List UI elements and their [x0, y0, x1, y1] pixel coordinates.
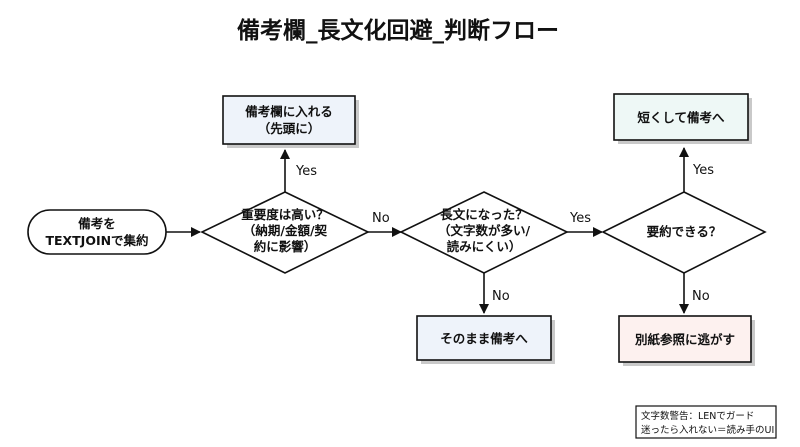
page-title: 備考欄_長文化回避_判断フロー	[237, 17, 559, 44]
box-separate-sheet-shape	[618, 315, 752, 363]
start-node: 備考を TEXTJOINで集約	[27, 209, 167, 255]
start-node-line-1: 備考を	[78, 216, 116, 231]
edge-label-d1-no: No	[372, 211, 390, 226]
note-box: 文字数警告：LENでガード 迷ったら入れない＝読み手のUI	[635, 405, 777, 439]
decision-length-line-1: 長文になった？	[440, 207, 528, 222]
decision-importance-line-2: （納期/金額/契	[243, 223, 328, 238]
decision-importance-shape	[200, 191, 370, 274]
decision-importance-line-3: 約に影響）	[254, 239, 317, 254]
decision-length-line-3: 読みにくい）	[447, 239, 522, 254]
box-insert-remarks-shape	[222, 95, 356, 145]
edge-label-d2-yes: Yes	[569, 211, 591, 226]
box-insert-remarks-line-2: （先頭に）	[258, 121, 321, 136]
box-insert-remarks: 備考欄に入れる （先頭に）	[222, 95, 359, 148]
start-node-shape	[27, 209, 167, 255]
decision-importance: 重要度は高い？ （納期/金額/契 約に影響）	[200, 191, 370, 274]
note-box-shape	[635, 405, 777, 439]
note-line-2: 迷ったら入れない＝読み手のUI	[641, 424, 774, 436]
box-insert-remarks-line-1: 備考欄に入れる	[245, 104, 333, 119]
box-as-is-shape	[416, 315, 552, 361]
box-as-is: そのまま備考へ	[416, 315, 555, 364]
edge-label-d2-no: No	[492, 289, 510, 304]
decision-length-shape	[399, 191, 569, 274]
box-shorten-shape	[613, 93, 749, 141]
edge-label-d3-no: No	[692, 289, 710, 304]
edge-label-d1-yes: Yes	[295, 164, 317, 179]
decision-summarize: 要約できる？	[601, 191, 767, 274]
decision-summarize-shape	[601, 191, 767, 274]
start-node-line-2: TEXTJOINで集約	[45, 233, 148, 248]
box-shorten-line-1: 短くして備考へ	[637, 110, 725, 125]
box-separate-sheet-line-1: 別紙参照に逃がす	[634, 332, 735, 347]
box-as-is-line-1: そのまま備考へ	[440, 331, 528, 346]
box-shorten: 短くして備考へ	[613, 93, 752, 144]
decision-length-line-2: （文字数が多い/	[438, 223, 531, 238]
decision-importance-line-1: 重要度は高い？	[241, 207, 329, 222]
edge-label-d3-yes: Yes	[692, 163, 714, 178]
decision-summarize-line-1: 要約できる？	[647, 224, 722, 239]
note-line-1: 文字数警告：LENでガード	[641, 410, 754, 422]
decision-length: 長文になった？ （文字数が多い/ 読みにくい）	[399, 191, 569, 274]
box-separate-sheet: 別紙参照に逃がす	[618, 315, 755, 366]
edges	[166, 147, 689, 314]
